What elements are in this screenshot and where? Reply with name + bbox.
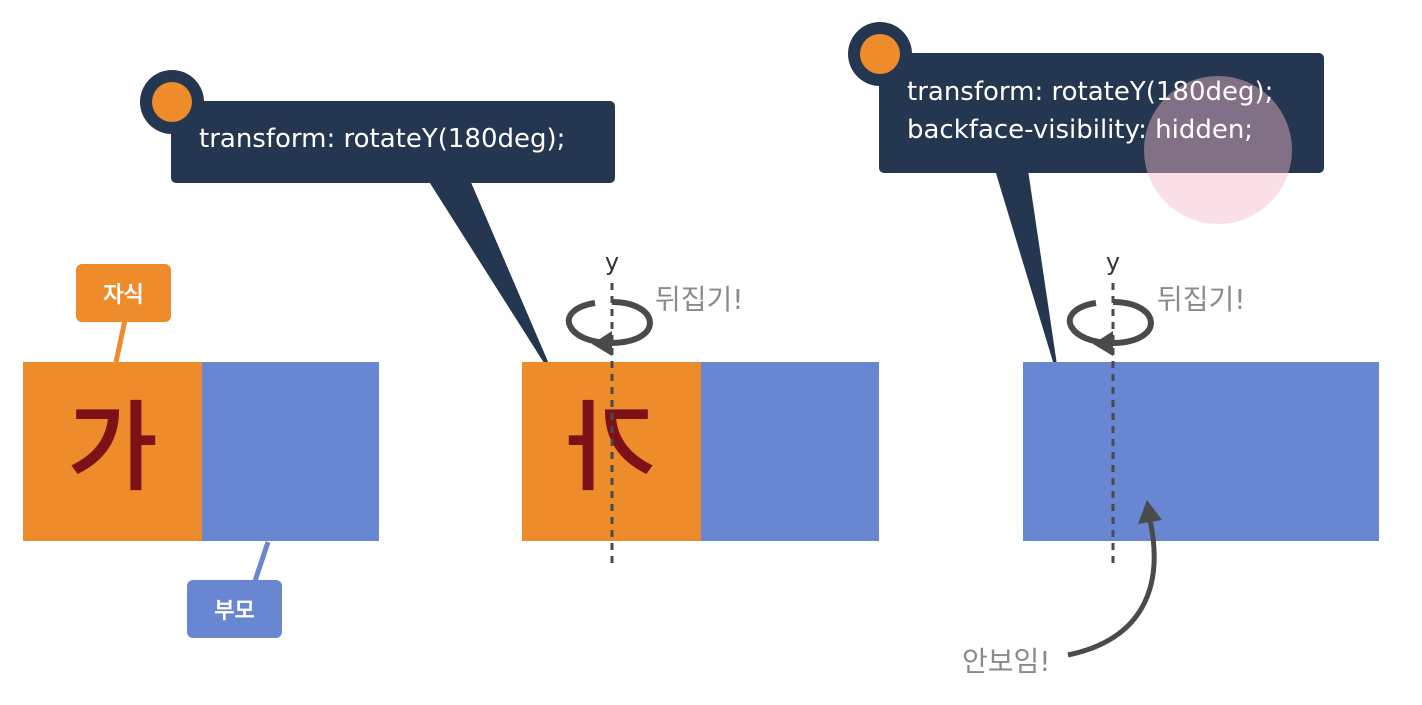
panel-3-axis-label: y [1105,248,1121,276]
panel-2-axis-label: y [604,248,620,276]
panel-3-hidden-note: 안보임! [962,645,1051,678]
panel-3-flip-note: 뒤집기! [1157,283,1246,316]
panel-2-flip-note: 뒤집기! [655,283,744,316]
callout-panel-2-line-1: transform: rotateY(180deg); [199,124,566,154]
panel-2-mirrored-glyph: 가 [567,392,656,504]
parent-label-connector [251,541,271,585]
panel-2-rotation-arrowhead [592,331,612,356]
child-label: 자식 [76,264,171,322]
panel-3-rotation-arrow [1066,299,1154,347]
panel-2-parent-box [701,362,879,541]
panel-2-rotation-arrow [565,299,653,347]
panel-2-child-box: 가 [522,362,701,541]
panel-3-rotation-arrowhead [1093,331,1113,356]
panel-1-parent-box [202,362,379,541]
parent-label: 부모 [187,580,282,638]
callout-tail-2 [995,170,1060,385]
callout-panel-3-line-2: backface-visibility: hidden; [907,115,1254,145]
child-label-connector [113,319,128,363]
callout-panel-3-line-1: transform: rotateY(180deg); [907,77,1274,107]
panel-3-parent-box [1023,362,1379,541]
panel-1-glyph: 가 [68,392,157,504]
panel-1-child-box: 가 [23,362,202,541]
callout-panel-2: transform: rotateY(180deg); [171,101,615,183]
callout-tail-1 [428,180,558,385]
callout-panel-3: transform: rotateY(180deg); backface-vis… [879,53,1324,173]
